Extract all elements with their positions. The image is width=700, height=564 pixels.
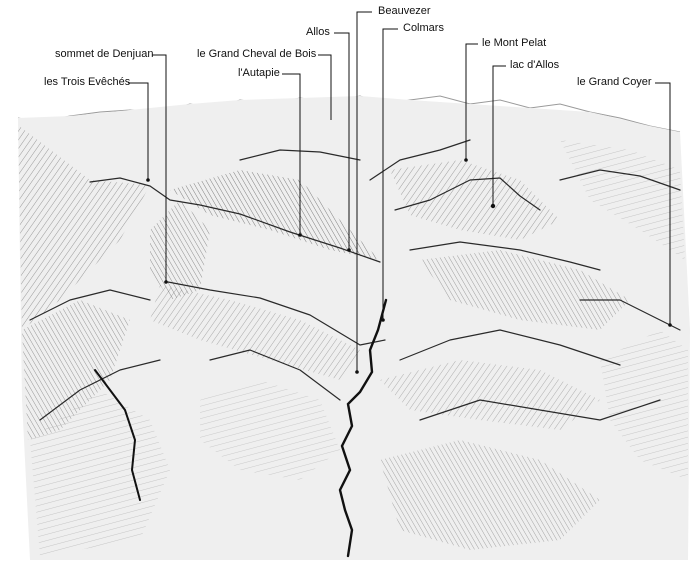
- label-allos: Allos: [306, 26, 330, 38]
- label-colmars: Colmars: [403, 22, 444, 34]
- label-le-grand-cheval-de-bois: le Grand Cheval de Bois: [197, 48, 317, 60]
- label-beauvezer: Beauvezer: [378, 5, 431, 17]
- ridge-lines: [29, 139, 681, 421]
- leader-lines: [128, 11, 671, 372]
- label-l-autapie: l'Autapie: [238, 67, 280, 79]
- label-le-mont-pelat: le Mont Pelat: [482, 37, 547, 49]
- label-les-trois-eveches: les Trois Evêchés: [44, 76, 131, 88]
- valley-river: [338, 298, 388, 558]
- marker-dots: [146, 158, 672, 374]
- label-sommet-de-denjuan: sommet de Denjuan: [55, 48, 154, 60]
- side-river: [94, 369, 141, 501]
- label-lac-d-allos: lac d'Allos: [510, 59, 560, 71]
- label-le-grand-coyer: le Grand Coyer: [577, 76, 652, 88]
